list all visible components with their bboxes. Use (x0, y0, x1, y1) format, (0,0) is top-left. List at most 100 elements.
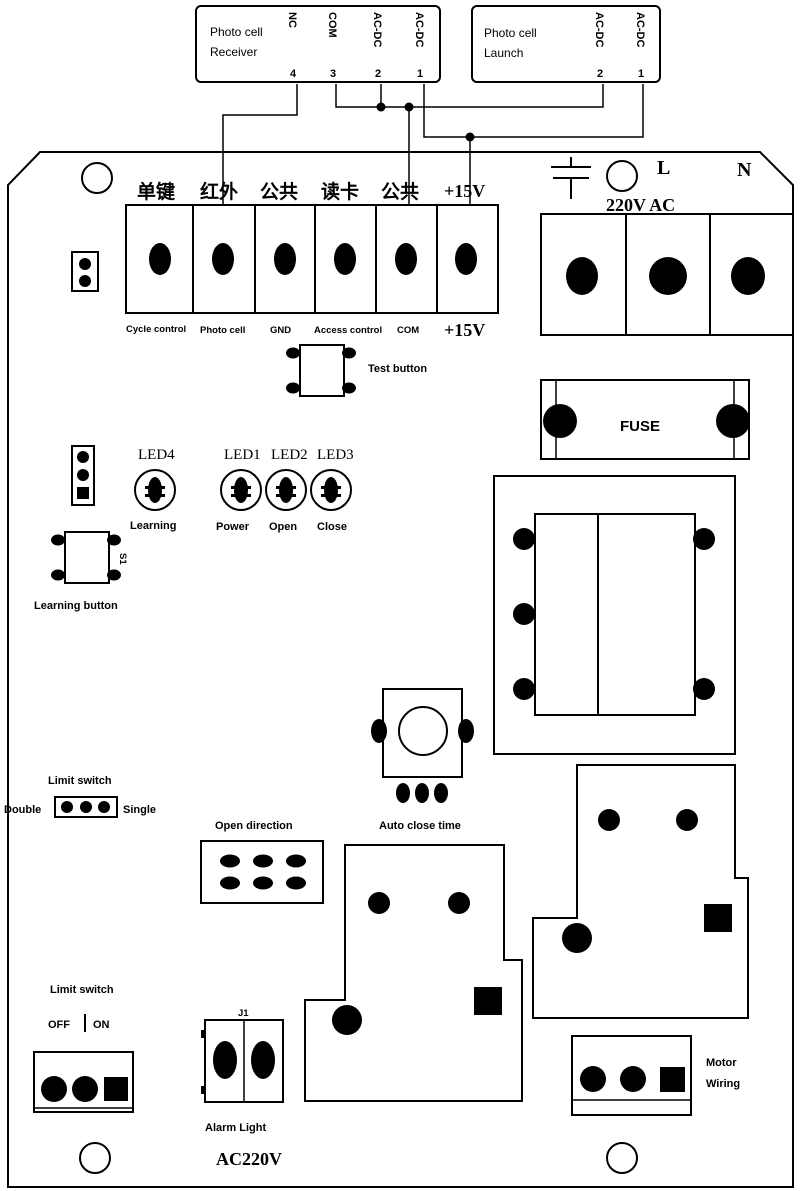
board-outline (7, 151, 794, 1188)
power-screw[interactable] (731, 257, 765, 295)
alarm-j1: J1 (238, 1008, 249, 1019)
terminal-cn-label: 单键 (137, 180, 175, 203)
launcher-pin-acdc-1: AC-DC (634, 12, 646, 47)
open-direction-jumper[interactable]: Open direction (200, 820, 324, 904)
auto-close-potentiometer[interactable]: Auto close time (371, 688, 474, 832)
terminal-en-label: Access control (314, 325, 382, 336)
terminal-cn-label: +15V (444, 181, 485, 201)
fuse-label: FUSE (620, 418, 660, 435)
power-screw[interactable] (649, 257, 687, 295)
terminal-screw[interactable] (580, 1066, 606, 1092)
learning-button[interactable]: S1 Learning button (34, 531, 128, 612)
terminal-screw[interactable] (213, 1041, 237, 1079)
relay-right (532, 764, 749, 1019)
terminal-screw[interactable] (104, 1077, 128, 1101)
receiver-pin-com: COM (326, 12, 338, 38)
terminal-screw[interactable] (41, 1076, 67, 1102)
power-label-L: L (657, 157, 670, 179)
led3-caption: Close (317, 521, 347, 533)
receiver-title-1: Photo cell (210, 25, 263, 39)
terminal-screw[interactable] (212, 243, 234, 275)
alarm-light-label: Alarm Light (205, 1122, 266, 1134)
terminal-cn-label: 红外 (200, 180, 238, 203)
led-icon (265, 469, 307, 511)
terminal-en-label: +15V (444, 320, 485, 340)
receiver-pin-num-3: 3 (330, 68, 336, 80)
learning-button-label: Learning button (34, 600, 118, 612)
test-button[interactable]: Test button (286, 344, 427, 397)
terminal-screw[interactable] (149, 243, 171, 275)
limit-switch-double: Double (4, 804, 41, 816)
power-screw[interactable] (566, 257, 598, 295)
test-button-label: Test button (368, 363, 427, 375)
terminal-screw[interactable] (395, 243, 417, 275)
motor-label-2: Wiring (706, 1078, 740, 1090)
receiver-pin-acdc-1: AC-DC (413, 12, 425, 47)
mount-hole-bottom-left (79, 1142, 111, 1174)
terminal-screw[interactable] (620, 1066, 646, 1092)
limit-switch-top-title: Limit switch (48, 775, 112, 787)
led2-label: LED2 (271, 447, 308, 463)
led4-caption: Learning (130, 520, 176, 532)
led4-label: LED4 (138, 447, 175, 463)
alarm-voltage: AC220V (216, 1149, 282, 1169)
receiver-pin-nc: NC (286, 12, 298, 28)
led-icon (220, 469, 262, 511)
photo-cell-launcher: Photo cell Launch AC-DC AC-DC 2 1 (471, 5, 661, 83)
limit-switch-jumper[interactable]: Limit switch Double Single (4, 775, 156, 818)
transformer (493, 475, 736, 755)
terminal-screw[interactable] (334, 243, 356, 275)
launcher-pin-num-1: 1 (638, 68, 644, 80)
led-icon (310, 469, 352, 511)
terminal-cn-label: 公共 (260, 181, 298, 203)
power-label-voltage: 220V AC (606, 195, 675, 215)
s1-label: S1 (117, 553, 128, 565)
terminal-en-label: GND (270, 325, 291, 336)
launcher-title-2: Launch (484, 46, 523, 60)
limit-switch-off: OFF (48, 1019, 70, 1031)
terminal-screw[interactable] (455, 243, 477, 275)
launcher-pin-acdc-2: AC-DC (593, 12, 605, 47)
led-group: LED4 LED1 LED2 LED3 Learning (130, 447, 354, 533)
motor-wiring-terminal: Motor Wiring (571, 1035, 740, 1116)
learning-jumper (71, 445, 95, 506)
terminal-screw[interactable] (72, 1076, 98, 1102)
motor-label-1: Motor (706, 1057, 737, 1069)
limit-switch-terminal: Limit switch OFF ON (33, 984, 134, 1113)
mount-hole-bottom-right (606, 1142, 638, 1174)
launcher-title-1: Photo cell (484, 26, 537, 40)
led1-caption: Power (216, 521, 250, 533)
terminal-screw[interactable] (660, 1067, 685, 1092)
led3-label: LED3 (317, 447, 354, 463)
terminal-en-label: Cycle control (126, 324, 186, 335)
alarm-light-terminal: J1 Alarm Light AC220V (201, 1008, 284, 1169)
photo-cell-receiver: Photo cell Receiver NC COM AC-DC AC-DC 4… (195, 5, 441, 83)
terminal-screw[interactable] (251, 1041, 275, 1079)
led1-label: LED1 (224, 447, 261, 463)
fuse-holder: FUSE (540, 379, 750, 460)
wiring (222, 84, 644, 205)
receiver-pin-num-1: 1 (417, 68, 423, 80)
power-terminal: L N 220V AC (540, 157, 794, 336)
terminal-cn-label: 读卡 (321, 180, 359, 203)
terminal-cn-label: 公共 (381, 181, 419, 203)
led2-caption: Open (269, 521, 297, 533)
power-label-N: N (737, 159, 752, 181)
limit-switch-on: ON (93, 1019, 110, 1031)
open-direction-label: Open direction (215, 820, 293, 832)
launcher-pin-num-2: 2 (597, 68, 603, 80)
relay-left (304, 844, 523, 1102)
receiver-pin-num-2: 2 (375, 68, 381, 80)
mount-hole-top-left (81, 162, 113, 194)
limit-switch-single: Single (123, 804, 156, 816)
receiver-title-2: Receiver (210, 45, 257, 59)
auto-close-time-label: Auto close time (379, 820, 461, 832)
jumper-top-left (71, 251, 99, 292)
control-terminal-block: 单键 红外 公共 读卡 公共 +15V Cycle control Photo … (125, 180, 499, 340)
receiver-pin-num-4: 4 (290, 68, 297, 80)
mount-hole-top-right (606, 160, 638, 192)
limit-switch-bottom-title: Limit switch (50, 984, 114, 996)
terminal-screw[interactable] (274, 243, 296, 275)
terminal-en-label: Photo cell (200, 325, 245, 336)
